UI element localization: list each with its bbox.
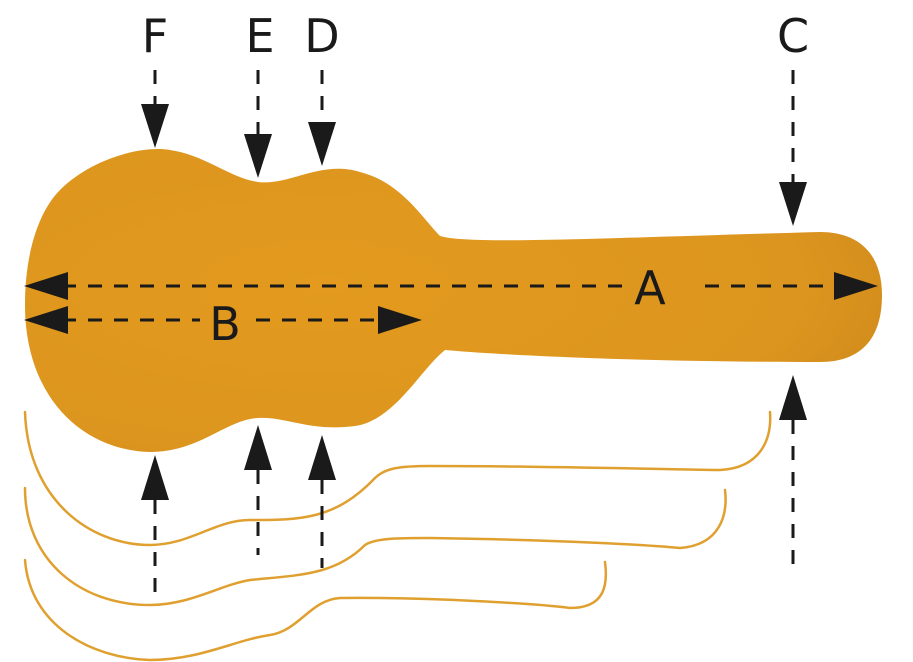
dimension-c (779, 70, 807, 568)
dimension-a (24, 272, 878, 300)
arrowhead-a-right (834, 272, 878, 300)
outline-curve-2 (23, 486, 727, 607)
arrowhead-a-left (24, 272, 68, 300)
arrowhead-b-right (378, 306, 422, 334)
arrowhead-b-left (24, 306, 68, 334)
label-a: A (634, 261, 666, 315)
label-e: E (245, 9, 274, 63)
outline-curve-3 (23, 558, 608, 662)
label-d: D (304, 9, 339, 63)
outline-curve-1 (23, 410, 772, 547)
case-body (25, 149, 882, 452)
label-b: B (209, 297, 241, 351)
label-f: F (142, 9, 168, 63)
dimension-e (244, 70, 272, 555)
dimension-d (308, 70, 336, 568)
dimension-b (24, 306, 422, 334)
dimension-f (141, 70, 169, 600)
label-c: C (777, 9, 809, 63)
